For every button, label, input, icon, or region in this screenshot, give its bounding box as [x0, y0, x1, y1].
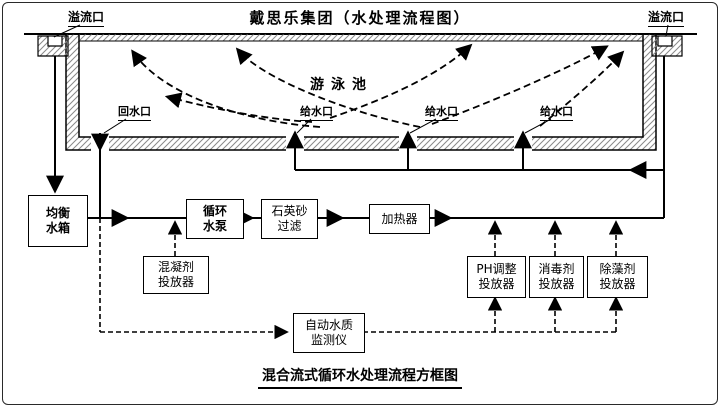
coagulant-doser-box: 混凝剂 投放器	[143, 256, 209, 294]
disinfectant-doser-box: 消毒剂 投放器	[529, 256, 584, 298]
water-quality-monitor-label-line2: 监测仪	[310, 333, 347, 347]
ph-doser-box: PH调整 投放器	[467, 256, 526, 298]
ph-doser-label-line2: 投放器	[478, 277, 515, 291]
sand-filter-box: 石英砂 过滤	[261, 199, 318, 239]
sand-filter-label-line1: 石英砂	[271, 204, 308, 218]
page-title: 戴思乐集团（水处理流程图）	[249, 9, 471, 27]
algaecide-doser-box: 除藻剂 投放器	[587, 256, 648, 298]
supply-outlet-label-2: 给水口	[425, 103, 458, 121]
pipe-network	[46, 56, 665, 227]
ph-doser-label-line1: PH调整	[476, 262, 517, 276]
water-quality-monitor-box: 自动水质 监测仪	[293, 313, 365, 353]
supply-outlet-label-1: 给水口	[300, 103, 333, 121]
monitor-lines	[99, 218, 624, 340]
algaecide-doser-label-line2: 投放器	[599, 277, 636, 291]
overflow-right-label: 溢流口	[648, 8, 685, 27]
circulation-pump-label-line1: 循环	[202, 204, 227, 218]
supply-outlet-label-3: 给水口	[540, 103, 573, 121]
coagulant-doser-label-line2: 投放器	[157, 275, 194, 289]
water-surface-rim	[78, 33, 644, 42]
heater-label: 加热器	[381, 211, 418, 226]
coagulant-doser-label-line1: 混凝剂	[157, 260, 194, 274]
overflow-left-label: 溢流口	[68, 8, 105, 27]
sand-filter-label-line2: 过滤	[277, 219, 302, 233]
disinfectant-doser-label-line1: 消毒剂	[538, 262, 575, 276]
heater-box: 加热器	[369, 204, 430, 234]
balance-tank-label-line2: 水箱	[45, 221, 70, 235]
disinfectant-doser-label-line2: 投放器	[538, 277, 575, 291]
circulation-pump-box: 循环 水泵	[186, 199, 244, 239]
water-quality-monitor-label-line1: 自动水质	[304, 318, 353, 332]
diagram-caption: 混合流式循环水处理流程方框图	[258, 365, 462, 389]
overflow-structure-right	[651, 35, 683, 57]
return-outlet-label: 回水口	[118, 103, 151, 121]
balance-tank-label-line1: 均衡	[45, 206, 70, 220]
balance-tank-box: 均衡 水箱	[28, 195, 88, 247]
dosing-lines	[167, 220, 624, 256]
algaecide-doser-label-line1: 除藻剂	[599, 262, 636, 276]
circulation-pump-label-line2: 水泵	[202, 219, 227, 233]
leader-lines	[53, 24, 669, 134]
circulation-arrows	[131, 43, 625, 128]
overflow-structure-left	[37, 35, 69, 57]
pool-label: 游泳池	[310, 77, 373, 93]
